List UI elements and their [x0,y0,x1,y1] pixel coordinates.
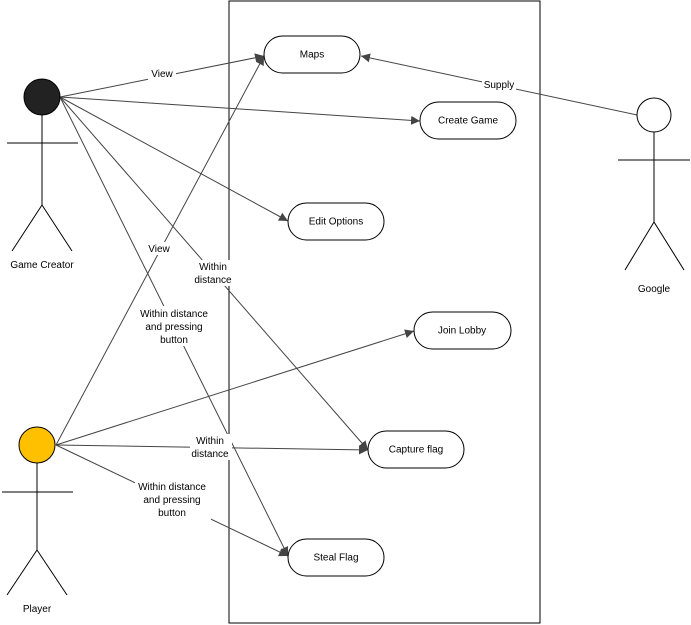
edge-label-creator-within-2: distance [194,275,232,286]
use-case-capture-flag[interactable]: Capture flag [367,430,465,469]
actor-google-head [636,97,672,133]
edge-label-creator-within-1: Within [199,262,227,273]
actor-game-creator[interactable] [7,78,78,252]
use-case-maps-label: Maps [300,50,324,61]
edge-label-creator-view: View [151,69,173,80]
actor-game-creator-head [23,78,61,116]
use-case-create-game-label: Create Game [438,116,498,127]
edge-creator-create-game [59,96,421,125]
actor-game-creator-label: Game Creator [10,260,74,271]
use-case-edit-options-label: Edit Options [309,217,363,228]
actor-google[interactable] [618,97,690,271]
use-case-steal-flag[interactable]: Steal Flag [287,538,385,577]
actor-player-label: Player [23,604,52,615]
edge-label-creator-press-1: Within distance [140,309,208,320]
edge-label-player-press-3: button [158,508,186,519]
use-case-edit-options[interactable]: Edit Options [287,202,385,241]
use-case-create-game[interactable]: Create Game [419,101,517,140]
edge-label-player-press-2: and pressing [143,495,200,506]
edge-labels: View Supply View Within distance Within … [135,67,516,520]
actor-player[interactable] [2,426,73,596]
use-case-capture-flag-label: Capture flag [389,445,443,456]
actor-google-label: Google [638,284,671,295]
edge-label-player-within-2: distance [191,449,229,460]
edge-player-join-lobby [55,329,415,446]
edge-label-player-view: View [148,244,170,255]
edge-creator-edit-options [59,96,289,222]
edge-label-creator-press-3: button [160,335,188,346]
edge-label-supply: Supply [484,80,515,91]
system-boundary [228,0,541,624]
use-case-join-lobby-label: Join Lobby [438,326,486,337]
actor-player-head [18,426,56,464]
use-case-steal-flag-label: Steal Flag [313,553,358,564]
use-case-join-lobby[interactable]: Join Lobby [413,311,512,350]
use-case-maps[interactable]: Maps [263,35,361,74]
edge-label-player-within-1: Within [196,436,224,447]
edge-label-creator-press-2: and pressing [145,322,202,333]
edge-label-player-press-1: Within distance [138,482,206,493]
